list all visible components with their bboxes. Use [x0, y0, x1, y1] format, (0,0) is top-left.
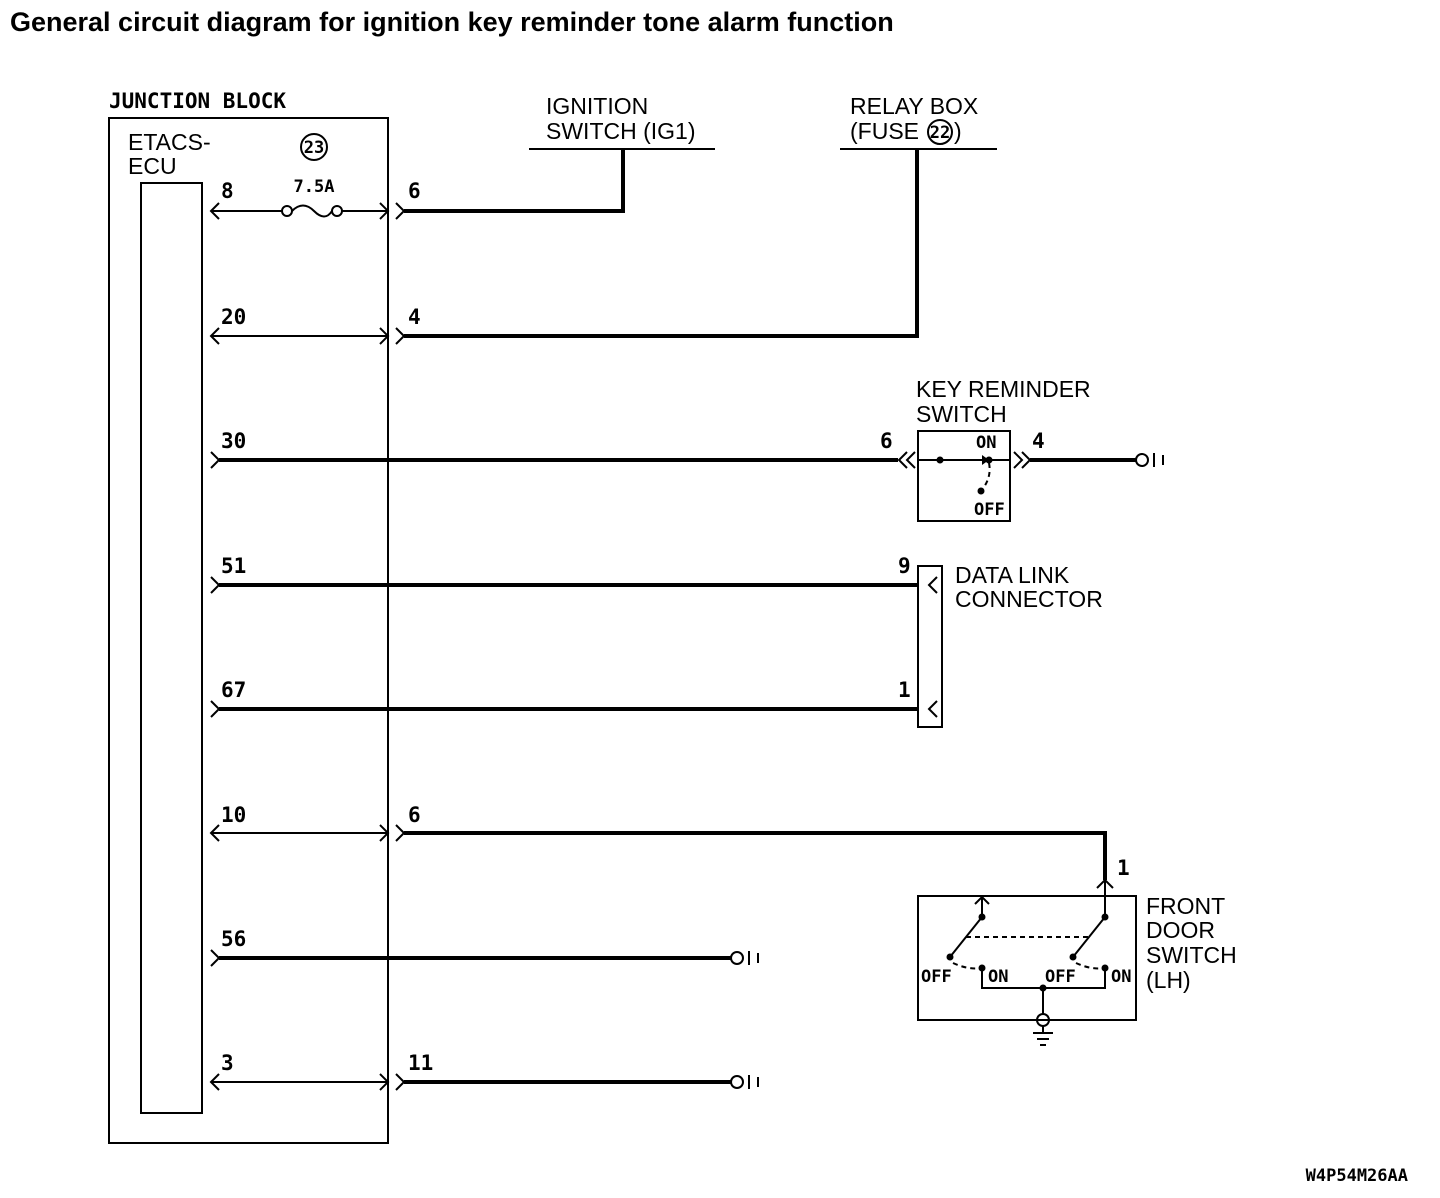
ecu-pin-10: 10: [221, 803, 246, 827]
front-door-switch-box: [917, 895, 1137, 1021]
connector-30-left: [210, 451, 221, 469]
dlc-pin-9: 9: [898, 554, 911, 578]
connector-jb-11-inner: [379, 1073, 390, 1091]
etacs-ecu-label-line1: ETACS-: [128, 129, 211, 155]
door-switch-contact-right-pivot: [1069, 953, 1077, 961]
ecu-pin-51: 51: [221, 554, 246, 578]
front-door-switch-label-line2: DOOR: [1146, 917, 1215, 943]
connector-jb-4-inner: [379, 327, 390, 345]
dlc-socket-1: [927, 700, 938, 718]
ground-terminal-11: [730, 1075, 744, 1089]
relay-box-label-line1: RELAY BOX: [850, 93, 978, 119]
key-reminder-switch-label-line2: SWITCH: [916, 401, 1007, 427]
ecu-pin-56: 56: [221, 927, 246, 951]
jb-pin-6-top: 6: [408, 179, 421, 203]
door-switch-contact-left-pivot: [946, 953, 954, 961]
fuse-23-number: 23: [304, 138, 324, 158]
fuse-element: [291, 204, 333, 218]
front-door-switch-label-line4: (LH): [1146, 967, 1191, 993]
dlc-socket-9: [927, 576, 938, 594]
wire-front-door-switch: [404, 831, 1107, 880]
key-switch-on-label: ON: [976, 433, 996, 453]
door-switch-off-left-label: OFF: [921, 967, 952, 987]
key-switch-pin-6: 6: [880, 429, 893, 453]
wire-relay-box: [404, 149, 919, 338]
connector-jb-6b-outer: [395, 824, 406, 842]
door-switch-pin-1: 1: [1117, 856, 1130, 880]
wire-ignition-switch: [404, 149, 625, 213]
fuse-terminal-right: [331, 205, 343, 217]
connector-56-left: [210, 949, 221, 967]
etacs-ecu-box: [140, 182, 203, 1114]
ignition-switch-label-line1: IGNITION: [546, 93, 648, 119]
data-link-connector-label-line2: CONNECTOR: [955, 586, 1103, 612]
jb-pin-6-bottom: 6: [408, 803, 421, 827]
jb-pin-11: 11: [408, 1051, 433, 1075]
key-switch-off-label: OFF: [974, 500, 1005, 520]
fuse-22-number: 22: [930, 123, 950, 143]
connector-67-left: [210, 700, 221, 718]
figure-id: W4P54M26AA: [1306, 1166, 1408, 1186]
diagram-title: General circuit diagram for ignition key…: [10, 7, 894, 37]
etacs-ecu-label-line2: ECU: [128, 153, 177, 179]
front-door-switch-label-line1: FRONT: [1146, 893, 1225, 919]
key-switch-travel: [980, 462, 991, 492]
fuse-22-circle: [927, 119, 953, 145]
connector-jb-6b-inner: [379, 824, 390, 842]
key-switch-pin-4: 4: [1032, 429, 1045, 453]
dlc-pin-1: 1: [898, 678, 911, 702]
door-switch-travel-right: [1075, 962, 1106, 970]
front-door-switch-label-line3: SWITCH: [1146, 942, 1237, 968]
relay-box-label-line2-suffix: ): [954, 118, 962, 144]
door-switch-blade-right: [1072, 916, 1106, 958]
fuse-terminal-left: [281, 205, 293, 217]
door-switch-travel-left: [952, 962, 983, 970]
junction-block-label: JUNCTION BLOCK: [109, 89, 286, 113]
ground-terminal-key-switch: [1135, 453, 1149, 467]
ecu-pin-67: 67: [221, 678, 246, 702]
key-reminder-switch-label-line1: KEY REMINDER: [916, 376, 1091, 402]
ecu-pin-30: 30: [221, 429, 246, 453]
door-switch-on-right-label: ON: [1111, 967, 1131, 987]
relay-box-label-line2-prefix: (FUSE: [850, 118, 919, 144]
connector-key-6-b: [905, 451, 916, 469]
ecu-pin-3: 3: [221, 1051, 234, 1075]
connector-jb-11-outer: [395, 1073, 406, 1091]
connector-jb-4-outer: [395, 327, 406, 345]
door-switch-off-right-label: OFF: [1045, 967, 1076, 987]
key-reminder-switch-box: [917, 430, 1011, 522]
door-switch-on-left-label: ON: [988, 967, 1008, 987]
connector-jb-6-inner: [379, 202, 390, 220]
connector-51-left: [210, 576, 221, 594]
data-link-connector-box: [917, 565, 943, 728]
key-switch-contact-off: [977, 487, 985, 495]
ecu-pin-8: 8: [221, 179, 234, 203]
data-link-connector-label-line1: DATA LINK: [955, 562, 1070, 588]
connector-key-4-a: [1013, 451, 1024, 469]
fuse-23-circle: [300, 133, 328, 161]
connector-key-6-a: [897, 451, 908, 469]
connector-jb-6-outer: [395, 202, 406, 220]
ignition-switch-label-line2: SWITCH (IG1): [546, 118, 696, 144]
fuse-23-rating: 7.5A: [294, 177, 335, 197]
junction-block-box: [108, 117, 389, 1144]
ecu-pin-20: 20: [221, 305, 246, 329]
jb-pin-4: 4: [408, 305, 421, 329]
ground-terminal-56: [730, 951, 744, 965]
